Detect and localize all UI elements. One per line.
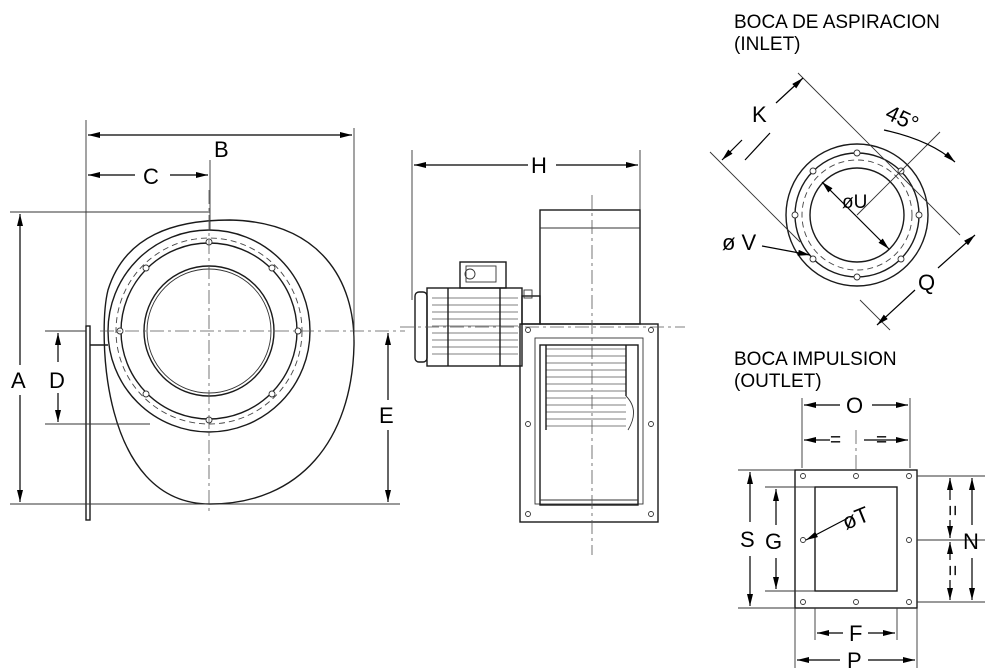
label-eq-3: =	[941, 505, 962, 516]
scroll-housing	[103, 219, 355, 505]
label-g: G	[765, 529, 782, 554]
outlet-title-line2: (OUTLET)	[734, 371, 822, 392]
inlet-title-line2: (INLET)	[734, 34, 801, 55]
outlet-title-line1: BOCA IMPULSION	[734, 349, 897, 370]
label-h: H	[531, 153, 547, 178]
front-view: B C A D E	[10, 120, 405, 521]
label-b: B	[214, 137, 229, 162]
label-n: N	[963, 529, 979, 554]
label-t: øT	[839, 501, 873, 534]
label-eq-2: =	[876, 430, 887, 451]
label-s: S	[740, 527, 755, 552]
inlet-detail: BOCA DE ASPIRACION (INLET) K 45° øU	[709, 12, 976, 331]
side-view: H	[400, 150, 685, 555]
side-housing	[539, 209, 641, 325]
label-d: D	[49, 368, 65, 393]
label-k: K	[752, 102, 767, 127]
outlet-flange-outer	[794, 469, 918, 609]
label-a: A	[11, 368, 26, 393]
label-c: C	[143, 164, 159, 189]
label-e: E	[379, 403, 394, 428]
motor	[414, 261, 541, 367]
label-v: ø V	[722, 230, 757, 255]
inlet-title-line1: BOCA DE ASPIRACION	[734, 12, 940, 33]
label-p: P	[847, 648, 862, 672]
inlet-flange-outer	[785, 143, 929, 287]
label-q: Q	[918, 270, 935, 295]
label-u: øU	[842, 192, 867, 213]
outlet-plate	[519, 323, 659, 523]
outlet-detail: BOCA IMPULSION (OUTLET) O = =	[734, 349, 985, 672]
label-o: O	[846, 393, 863, 418]
outlet-flange	[85, 325, 91, 521]
outlet-bolt-holes	[800, 473, 912, 605]
inlet-bolt-holes	[791, 149, 923, 281]
impeller-blades	[545, 345, 634, 431]
label-eq-1: =	[830, 430, 841, 451]
label-f: F	[849, 621, 862, 646]
inlet-flange-inner	[809, 167, 905, 263]
outlet-flange-inner	[814, 486, 898, 592]
label-eq-4: =	[941, 565, 962, 576]
